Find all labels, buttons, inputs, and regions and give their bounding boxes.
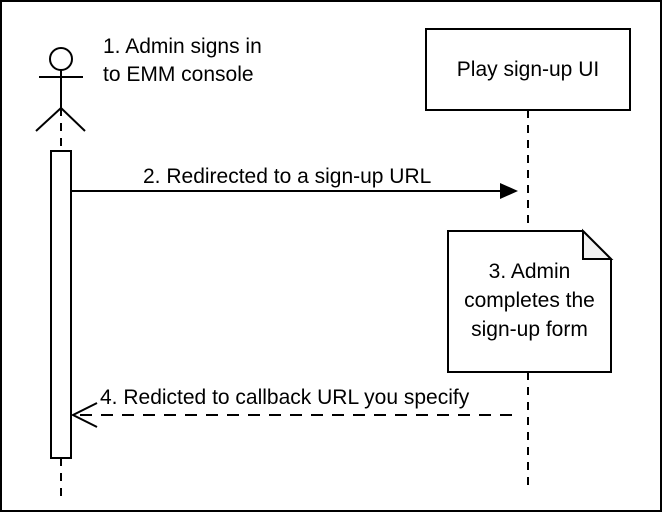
actor-annotation-line1: 1. Admin signs in <box>103 35 262 58</box>
participant-label: Play sign-up UI <box>426 29 630 110</box>
message-callback-arrow <box>70 402 520 428</box>
note-label-line3: sign-up form <box>471 318 588 341</box>
message-callback-label: 4. Redicted to callback URL you specify <box>100 386 470 409</box>
actor-figure <box>35 47 86 132</box>
open-arrowhead-icon <box>70 402 98 428</box>
filled-arrowhead-icon <box>500 183 518 199</box>
actor-head-icon <box>49 47 73 71</box>
message-signup-redirect-arrow <box>71 183 518 199</box>
actor-leg-left <box>35 107 62 132</box>
note-fold-icon <box>582 228 614 260</box>
note-label-line2: completes the <box>464 289 595 312</box>
note-label-line1: 3. Admin <box>488 260 571 283</box>
note-label: 3. Admin completes the sign-up form <box>449 257 610 344</box>
actor-annotation: 1. Admin signs in to EMM console <box>103 33 262 89</box>
participant-label-text: Play sign-up UI <box>456 57 600 81</box>
admin-activation-bar <box>50 150 72 459</box>
note-shape <box>447 228 614 373</box>
actor-annotation-line2: to EMM console <box>103 63 254 86</box>
note-body <box>447 230 612 373</box>
actor-leg-right <box>60 107 86 132</box>
message-signup-redirect-label: 2. Redirected to a sign-up URL <box>143 165 432 188</box>
participant-box <box>425 28 631 111</box>
